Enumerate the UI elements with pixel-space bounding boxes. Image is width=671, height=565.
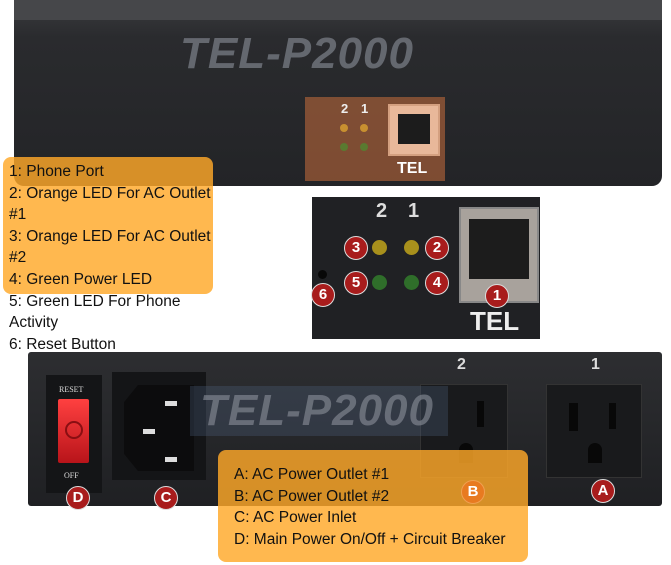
legend-item: D: Main Power On/Off + Circuit Breaker: [234, 530, 506, 548]
outlet-label-1: 1: [591, 356, 600, 373]
led-outlet-2: [372, 240, 387, 255]
inset-led-label-1: 1: [408, 200, 420, 222]
back-legend: A: AC Power Outlet #1 B: AC Power Outlet…: [218, 450, 528, 562]
legend-item: A: AC Power Outlet #1: [234, 466, 390, 483]
reset-button-hole: [318, 270, 327, 279]
inset-led-label-2: 2: [376, 200, 388, 222]
badge-2: 2: [425, 236, 449, 260]
front-led-label-1: 1: [361, 101, 369, 116]
legend-item: C: AC Power Inlet: [234, 509, 357, 527]
inlet-pin: [165, 401, 177, 406]
watermark-back: TEL-P2000: [200, 386, 434, 435]
watermark-box: [190, 386, 448, 436]
outlet-label-2: 2: [457, 356, 466, 373]
power-inlet: [124, 385, 194, 471]
ac-outlet-1: [546, 384, 642, 478]
front-led: [340, 124, 348, 132]
switch-reset-label: RESET: [59, 385, 84, 394]
device-top-edge: [14, 0, 662, 20]
inlet-pin: [143, 429, 155, 434]
badge-c: C: [154, 486, 178, 510]
led-power: [404, 275, 419, 290]
front-phone-port: [388, 104, 440, 156]
legend-item: 2: Orange LED For AC Outlet #1: [9, 184, 211, 224]
watermark: TEL-P2000: [180, 29, 414, 78]
legend-item: 3: Orange LED For AC Outlet #2: [9, 227, 211, 267]
badge-d: D: [66, 486, 90, 510]
legend-item: 6: Reset Button: [9, 335, 116, 353]
front-led: [340, 143, 348, 151]
front-led: [360, 143, 368, 151]
inlet-pin: [165, 457, 177, 462]
badge-b: B: [461, 480, 485, 504]
front-tel-label: TEL: [397, 160, 428, 177]
inset-tel-label: TEL: [470, 306, 520, 336]
switch-off-label: OFF: [64, 471, 79, 480]
legend-item: 4: Green Power LED: [9, 270, 153, 288]
badge-a: A: [591, 479, 615, 503]
led-phone-activity: [372, 275, 387, 290]
badge-5: 5: [344, 271, 368, 295]
front-led: [360, 124, 368, 132]
led-outlet-1: [404, 240, 419, 255]
legend-item: B: AC Power Outlet #2: [234, 487, 390, 505]
front-legend: 1: Phone Port 2: Orange LED For AC Outle…: [3, 157, 213, 353]
badge-4: 4: [425, 271, 449, 295]
power-switch[interactable]: [58, 399, 89, 463]
badge-1: 1: [485, 284, 509, 308]
badge-6: 6: [311, 283, 335, 307]
badge-3: 3: [344, 236, 368, 260]
legend-item: 5: Green LED For Phone Activity: [9, 292, 181, 332]
legend-item: 1: Phone Port: [9, 163, 104, 180]
front-led-label-2: 2: [341, 101, 349, 116]
